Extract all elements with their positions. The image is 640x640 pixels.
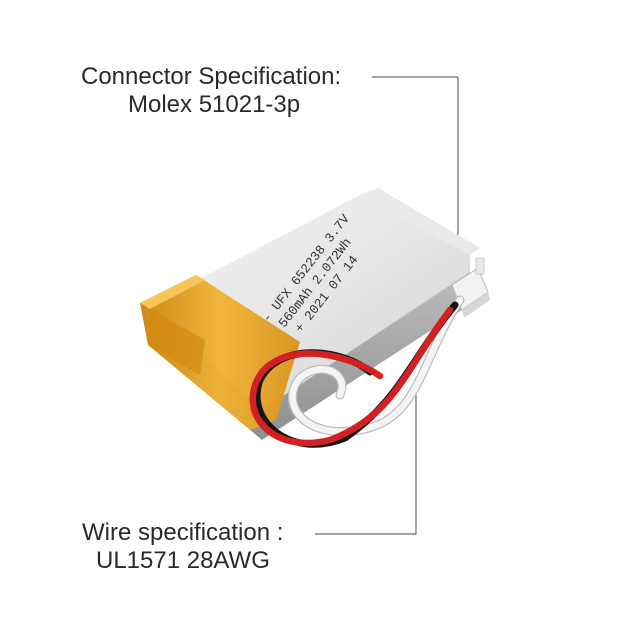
wire-callout-value: UL1571 28AWG	[96, 547, 270, 574]
connector-callout-value: Molex 51021-3p	[128, 91, 301, 118]
wire-harness	[249, 295, 465, 448]
wire-callout-line	[315, 392, 417, 535]
wire-callout-title: Wire specification :	[82, 519, 284, 546]
wire-red	[249, 306, 454, 447]
connector-callout-title: Connector Specification:	[81, 63, 342, 90]
